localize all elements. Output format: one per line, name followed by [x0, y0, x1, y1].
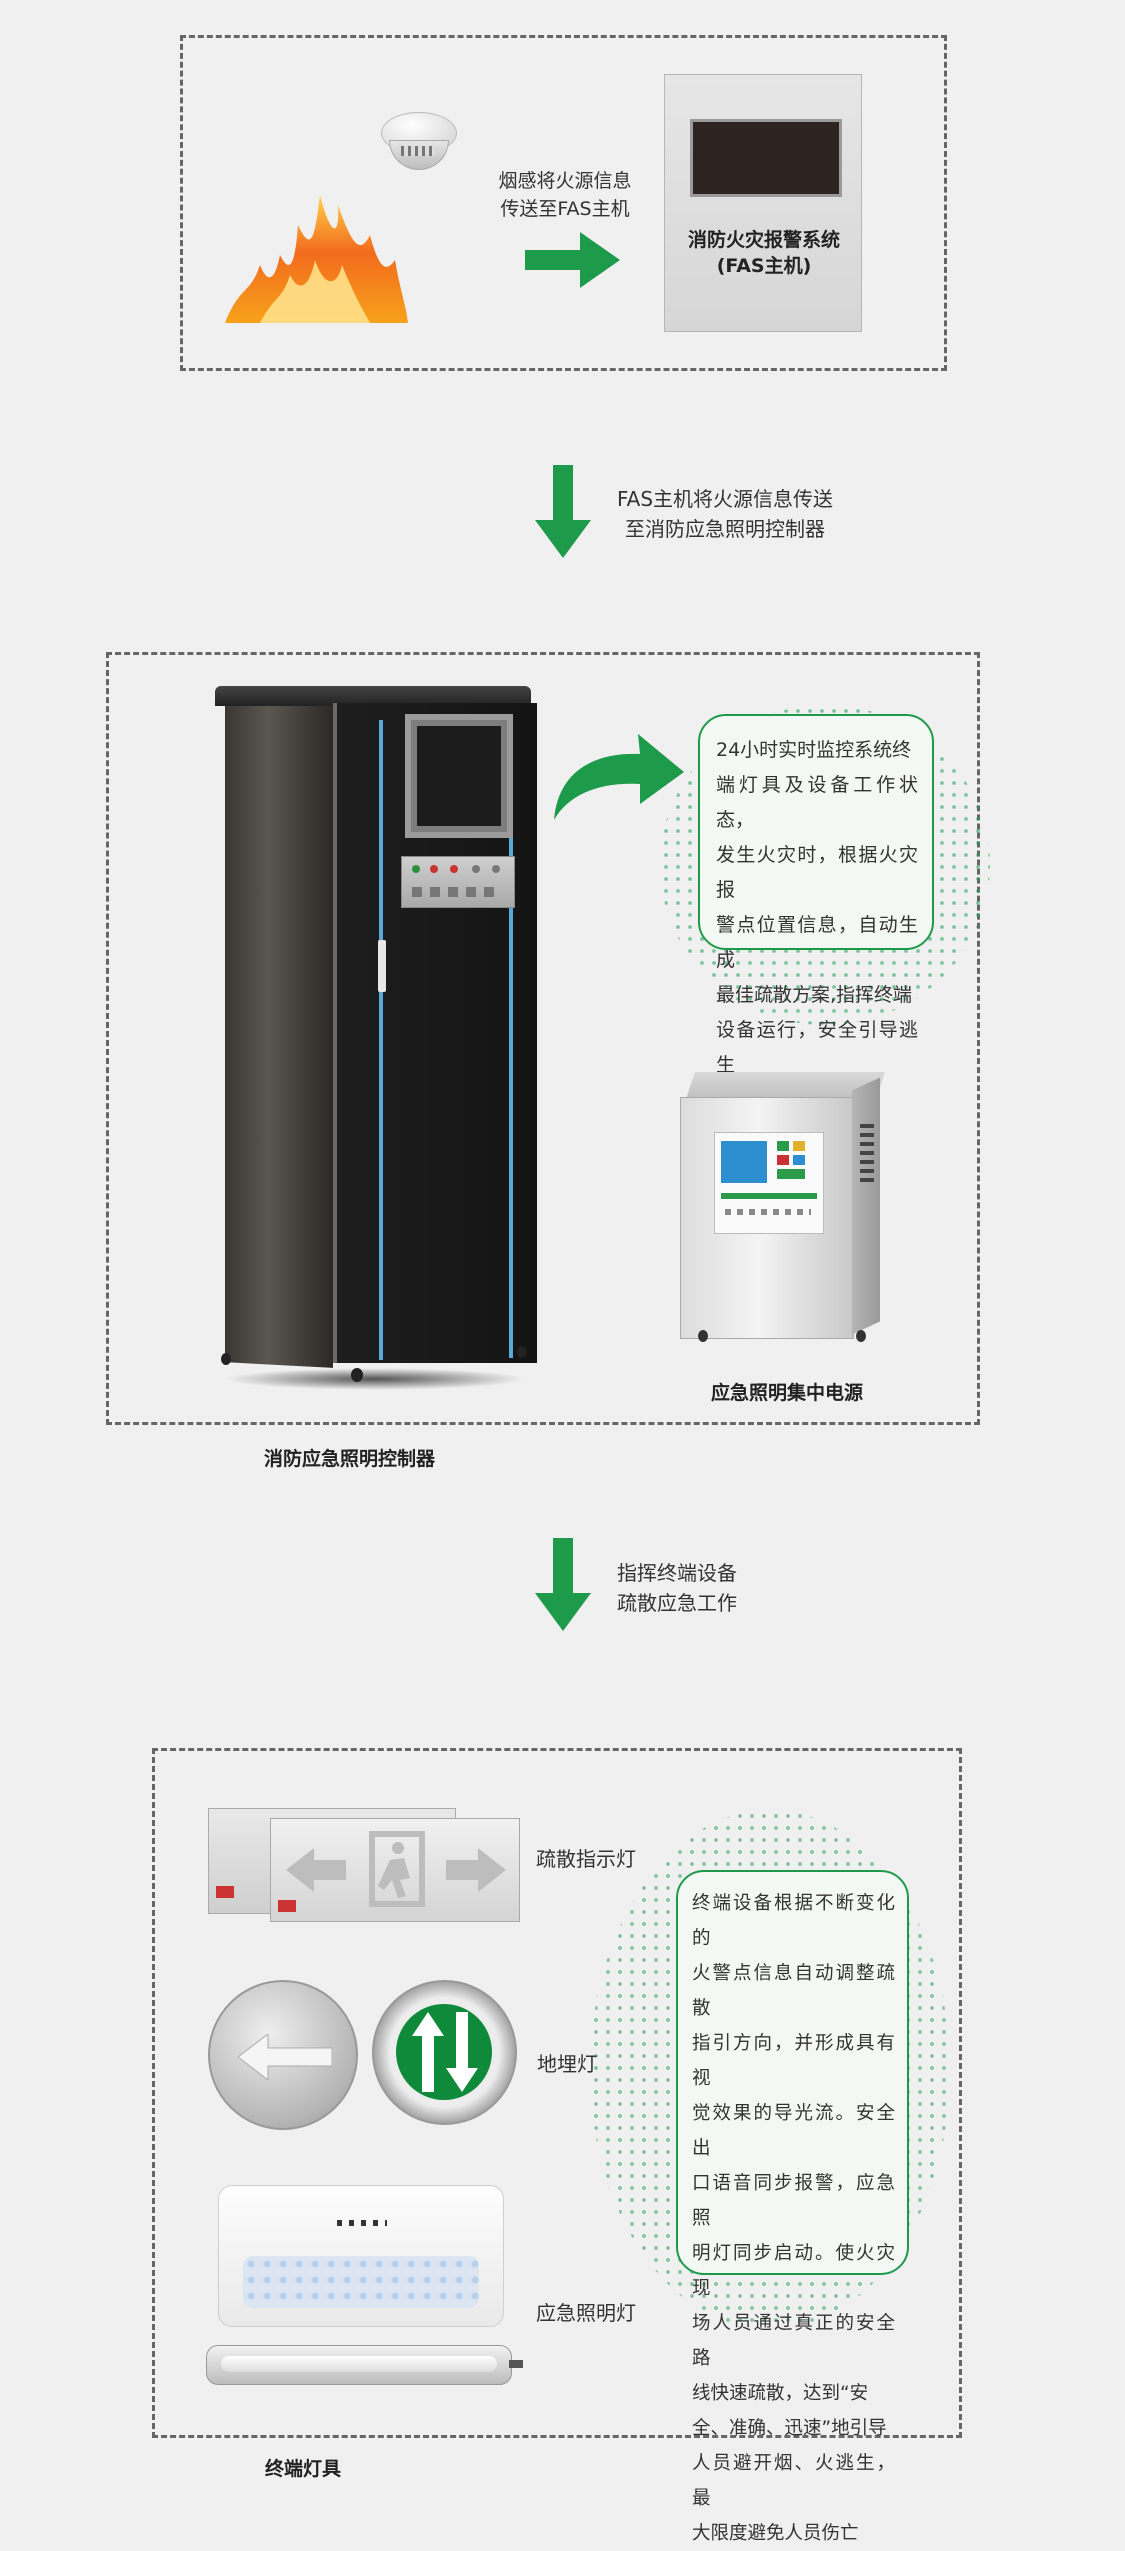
smoke-caption: 烟感将火源信息 传送至FAS主机 [490, 167, 640, 223]
fas-host-label: 消防火灾报警系统 (FAS主机) [665, 227, 863, 279]
fas-label-line2: (FAS主机) [716, 255, 812, 277]
arrow-down-icon [535, 465, 591, 558]
arrow-down-icon [535, 1538, 591, 1631]
terminal-desc-line: 指引方向，并形成具有视 [692, 2033, 895, 2089]
arrow-right-icon [525, 232, 620, 288]
power-supply-label: 应急照明集中电源 [711, 1382, 864, 1404]
desc-line: 端灯具及设备工作状态， [716, 774, 918, 831]
controller-label: 消防应急照明控制器 [264, 1448, 436, 1470]
cabinet-monitor [405, 714, 513, 838]
terminal-desc-line: 大限度避免人员伤亡 [692, 2523, 859, 2544]
terminal-desc-line: 终端设备根据不断变化的 [692, 1893, 895, 1949]
emergency-light-label: 应急照明灯 [536, 2301, 636, 2325]
controller-description-box: 24小时实时监控系统终 端灯具及设备工作状态， 发生火灾时，根据火灾报 警点位置… [698, 714, 934, 1076]
section-terminal-box [152, 1748, 962, 2438]
terminal-desc-line: 全、准确、迅速”地引导 [692, 2418, 887, 2439]
flow2-caption: 指挥终端设备 疏散应急工作 [617, 1558, 737, 1618]
desc-line: 设备运行，安全引导逃生 [716, 1019, 918, 1076]
section-controller-box [106, 652, 980, 1425]
flow1-line1: FAS主机将火源信息传送 [616, 487, 834, 511]
terminal-desc-line: 明灯同步启动。使火灾现 [692, 2243, 895, 2299]
flow2-line2: 疏散应急工作 [617, 1591, 737, 1615]
flow1-line2: 至消防应急照明控制器 [625, 517, 825, 541]
power-control-panel [714, 1132, 824, 1234]
fas-label-line1: 消防火灾报警系统 [687, 229, 840, 251]
terminal-fixtures-label: 终端灯具 [265, 2458, 342, 2480]
desc-line: 24小时实时监控系统终 [716, 739, 912, 761]
smoke-detector-image [381, 112, 457, 178]
sign-label: 疏散指示灯 [536, 1847, 636, 1871]
terminal-desc-line: 线快速疏散，达到“安 [692, 2383, 869, 2404]
evacuation-sign-image [208, 1808, 520, 1922]
fas-host-screen [690, 119, 842, 197]
flow1-caption: FAS主机将火源信息传送 至消防应急照明控制器 [605, 484, 845, 544]
floor-light-left-image [208, 1980, 358, 2130]
smoke-caption-line2: 传送至FAS主机 [500, 198, 630, 220]
terminal-desc-line: 人员避开烟、火逃生，最 [692, 2453, 895, 2509]
desc-line: 发生火灾时，根据火灾报 [716, 844, 918, 901]
section-fas-box [180, 35, 947, 371]
floor-light-right-image [372, 1980, 517, 2125]
terminal-desc-line: 场人员通过真正的安全路 [692, 2313, 895, 2369]
desc-line: 警点位置信息，自动生成 [716, 914, 918, 971]
desc-line: 最佳疏散方案,指挥终端 [716, 984, 913, 1006]
flow2-line1: 指挥终端设备 [617, 1561, 737, 1585]
flame-image [225, 195, 408, 323]
tube-light-image [206, 2345, 523, 2385]
terminal-desc-line: 口语音同步报警，应急照 [692, 2173, 895, 2229]
fas-host-panel: 消防火灾报警系统 (FAS主机) [664, 74, 862, 332]
terminal-desc-line: 火警点信息自动调整疏散 [692, 1963, 895, 2019]
terminal-desc-line: 觉效果的导光流。安全出 [692, 2103, 895, 2159]
smoke-caption-line1: 烟感将火源信息 [498, 170, 632, 192]
cabinet-control-panel [401, 856, 515, 908]
emergency-light-image [218, 2185, 504, 2327]
power-supply-image [680, 1062, 900, 1352]
terminal-description-box: 终端设备根据不断变化的 火警点信息自动调整疏散 指引方向，并形成具有视 觉效果的… [676, 1870, 909, 2544]
floor-light-label: 地埋灯 [537, 2052, 597, 2076]
curved-arrow-icon [554, 734, 684, 820]
controller-cabinet-image [215, 678, 537, 1393]
